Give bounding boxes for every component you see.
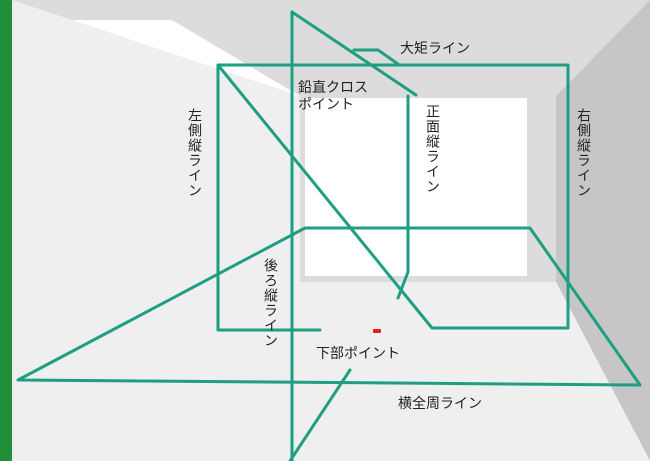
bottom-laser-point [373, 329, 381, 333]
horizontal-line [16, 226, 642, 387]
front-vertical-line-label: 正面縦ライン [424, 104, 440, 194]
plumb-cross-point-label: 鉛直クロス ポイント [298, 80, 368, 113]
ceiling-line-left [216, 63, 322, 332]
accent-bar [0, 0, 12, 461]
horizontal-line-label: 横全周ライン [398, 396, 482, 412]
right-vertical-line-label: 右側縦ライン [575, 108, 591, 198]
rear-vertical-line-label: 後ろ縦ライン [262, 258, 278, 348]
window [305, 98, 527, 276]
left-vertical-line-label: 左側縦ライン [186, 108, 202, 198]
rear-diagonal-line [290, 10, 418, 97]
ceiling-line-label: 大矩ライン [400, 41, 470, 57]
right-wall [556, 0, 650, 461]
ceiling-label-leader [352, 48, 400, 66]
ceiling [12, 0, 650, 96]
ceiling-line [216, 63, 570, 330]
bottom-point-line [288, 368, 352, 461]
bottom-point-label: 下部ポイント [316, 346, 400, 362]
front-vertical-line [396, 94, 410, 300]
